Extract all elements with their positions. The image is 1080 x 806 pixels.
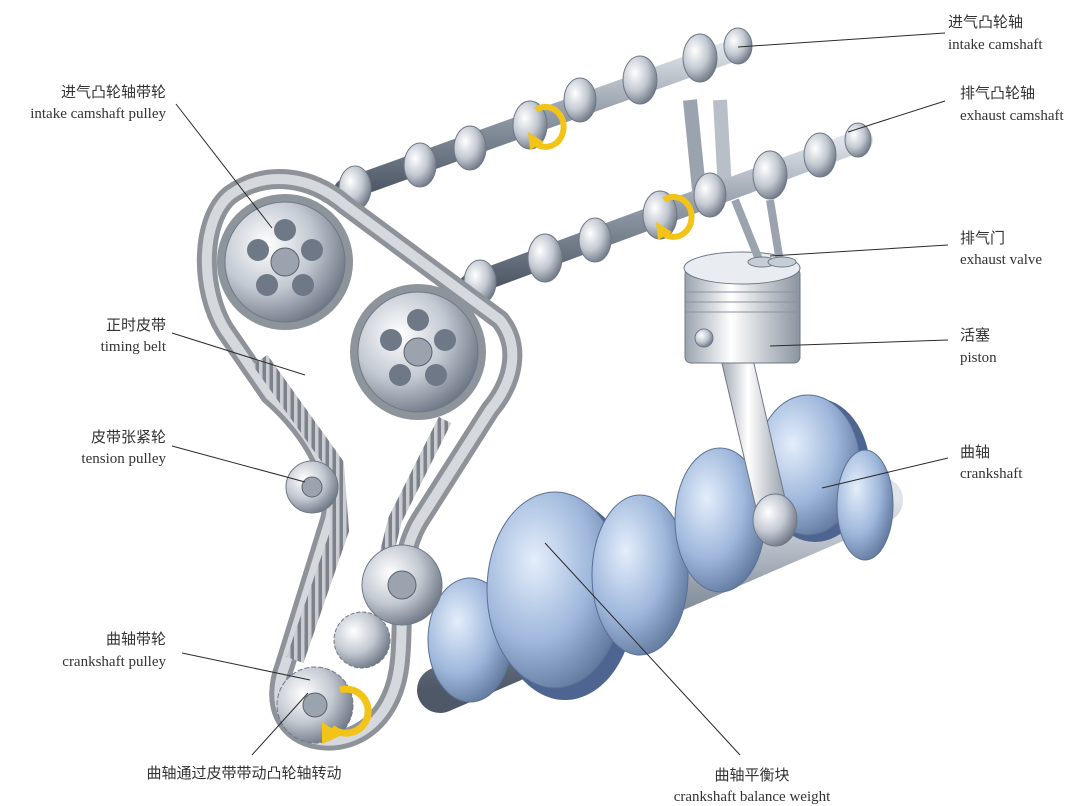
label-intake-pulley: 进气凸轮轴带轮 intake camshaft pulley [30, 83, 166, 122]
label-zh: 进气凸轮轴带轮 [61, 83, 166, 101]
rotation-arrow-icon [529, 103, 567, 150]
label-exhaust-camshaft: 排气凸轮轴 exhaust camshaft [960, 84, 1065, 124]
label-en: crankshaft balance weight [674, 789, 831, 805]
rotation-arrowhead-icon [656, 222, 672, 240]
label-en: piston [960, 350, 997, 366]
label-en: intake camshaft pulley [30, 106, 166, 122]
label-timing-belt: 正时皮带 timing belt [101, 316, 167, 355]
label-en: crankshaft [960, 466, 1023, 482]
gear [333, 611, 391, 669]
label-zh: 曲轴通过皮带带动凸轮轴转动 [146, 764, 341, 782]
cam-lobes [338, 27, 753, 211]
label-exhaust-valve: 排气门 exhaust valve [960, 229, 1042, 268]
leader-intake-camshaft [737, 32, 946, 48]
leader-timing-belt [171, 332, 306, 376]
rotation-arrowhead-icon [528, 132, 544, 150]
leader-balance-weight [544, 542, 741, 756]
label-zh: 排气门 [960, 229, 1005, 247]
leader-exhaust-camshaft [847, 100, 946, 133]
label-zh: 曲轴带轮 [106, 630, 166, 648]
label-zh: 曲轴 [960, 443, 990, 461]
label-zh: 曲轴平衡块 [714, 766, 789, 784]
label-zh: 正时皮带 [106, 316, 166, 334]
leader-intake-pulley [175, 103, 273, 229]
exhaust-camshaft-pulley [350, 284, 486, 420]
label-zh: 进气凸轮轴 [948, 13, 1023, 31]
rotation-arrow-icon [329, 685, 372, 737]
label-en: timing belt [101, 339, 167, 355]
intake-camshaft [334, 27, 753, 211]
crankshaft-pulley [276, 666, 372, 744]
label-crank-pulley: 曲轴带轮 crankshaft pulley [62, 630, 166, 670]
piston [683, 251, 801, 364]
leader-lines [171, 32, 949, 756]
cam-lobes [463, 122, 872, 305]
label-balance-weight: 曲轴平衡块 crankshaft balance weight [674, 766, 831, 805]
label-en: crankshaft pulley [62, 654, 166, 670]
crank-web-5 [836, 449, 894, 561]
leader-piston [769, 339, 949, 347]
label-piston: 活塞 piston [960, 326, 997, 366]
leader-exhaust-valve [769, 244, 949, 257]
leader-tension-pulley [171, 445, 306, 483]
label-zh: 排气凸轮轴 [960, 84, 1035, 102]
crank-web-2 [591, 494, 689, 656]
idler-pulley [361, 544, 443, 626]
label-tension-pulley: 皮带张紧轮 tension pulley [81, 428, 166, 467]
exhaust-camshaft [459, 122, 873, 305]
rotation-arrowhead-icon [322, 722, 342, 744]
intake-camshaft-pulley [217, 194, 353, 330]
tension-pulley [285, 460, 339, 514]
leader-crankshaft [821, 457, 949, 489]
label-en: exhaust camshaft [960, 108, 1065, 124]
leader-crank-pulley [181, 652, 311, 681]
rotation-arrow-icon [657, 193, 695, 240]
label-intake-camshaft: 进气凸轮轴 intake camshaft [948, 13, 1043, 53]
timing-belt [196, 169, 523, 751]
label-en: intake camshaft [948, 37, 1043, 53]
label-crankshaft: 曲轴 crankshaft [960, 443, 1023, 482]
leader-drive-note [251, 692, 309, 756]
crankshaft [417, 394, 903, 713]
label-en: exhaust valve [960, 252, 1042, 268]
label-zh: 活塞 [960, 326, 990, 344]
label-en: tension pulley [81, 451, 166, 467]
label-zh: 皮带张紧轮 [91, 428, 166, 446]
label-drive-note: 曲轴通过皮带带动凸轮轴转动 [146, 764, 341, 782]
